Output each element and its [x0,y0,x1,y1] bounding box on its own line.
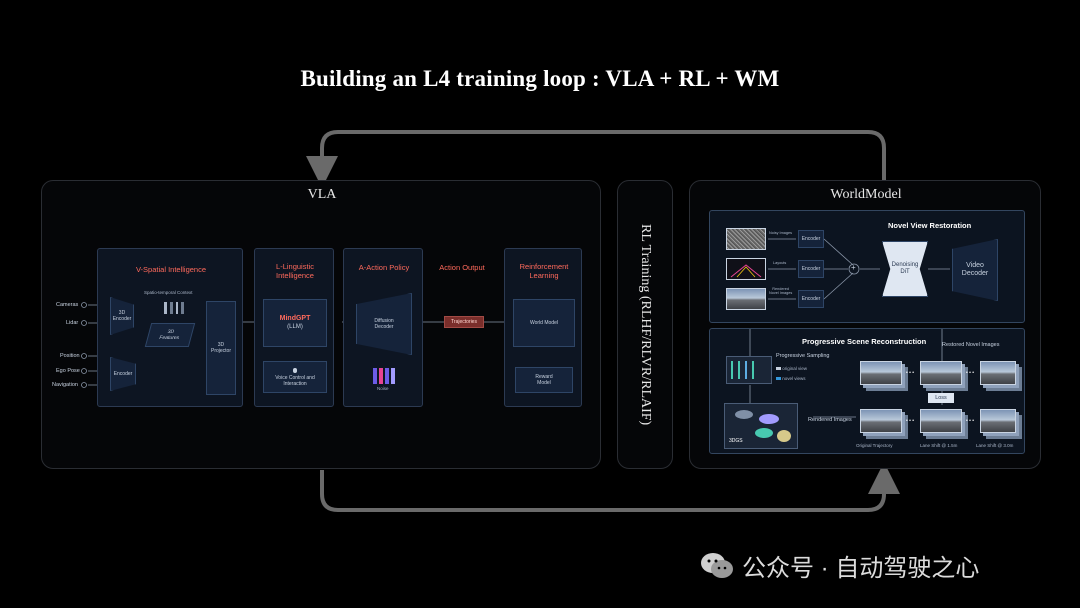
restored-image-3 [980,361,1016,385]
restored-image-2 [920,361,962,385]
psr-title: Progressive Scene Reconstruction [802,337,927,346]
vla-panel: VLA Cameras Lidar Position Ego Pose Navi… [41,180,601,469]
legend-novel-swatch [776,377,781,380]
legend-original-label: original view [782,366,808,371]
worldmodel-title: WorldModel [830,187,902,202]
noise-bars-icon [373,368,397,384]
llm-label: (LLM) [287,323,303,330]
3dgs-box: 3DGS [724,403,798,449]
context-bars-icon [164,302,184,314]
restored-image-1 [860,361,902,385]
reward-model-box: Reward Model [515,367,573,393]
action-policy-title: A-Action Policy [358,263,410,272]
mindgpt-label: MindGPT [279,315,311,323]
vla-title: VLA [307,187,337,202]
spatial-intelligence-block: V-Spatial Intelligence Spatio-temporal C… [97,248,243,407]
nvr-title: Novel View Restoration [888,221,972,230]
rl-training-panel: RL Training (RLHF/RLVR/RLAIF) [617,180,673,469]
mindgpt-box: MindGPT (LLM) [263,299,327,347]
progressive-sampling-label: Progressive Sampling [776,353,830,359]
gaussian-blob-2 [759,414,779,424]
nvr-connectors [768,238,950,300]
caption-lane-shift-30: Lane Shift @ 3.0m [976,443,1014,448]
top-loop-arrow [306,130,886,188]
progressive-scene-reconstruction-block: Progressive Scene Reconstruction Progres… [709,328,1025,454]
voice-control-box: Voice Control and Interaction [263,361,327,393]
3d-projector-box: 3D Projector [206,301,236,395]
microphone-icon [293,367,297,373]
progressive-sampling-icon [726,356,772,384]
legend-original-view: original view [776,366,807,371]
rendered-ellipsis-1: • • • [906,418,915,424]
reinforcement-learning-block: Reinforcement Learning World Model Rewar… [504,248,582,407]
input-ego-pose: Ego Pose [56,368,80,374]
legend-novel-views: novel views [776,376,806,381]
linguistic-intelligence-block: L-Linguistic Intelligence MindGPT (LLM) … [254,248,334,407]
linguistic-title: L-Linguistic Intelligence [276,262,314,280]
nvr-encoder-2: Encoder [798,260,824,278]
rendered-image-2 [920,409,962,433]
input-cameras: Cameras [56,302,79,308]
spatial-title: V-Spatial Intelligence [135,265,207,274]
worldmodel-panel: WorldModel Novel View Restoration Noisy … [689,180,1041,469]
diffusion-decoder-box: Diffusion Decoder [356,293,412,355]
page-title: Building an L4 training loop : VLA + RL … [300,66,780,91]
trajectories-box: Trajectories [444,316,484,328]
loss-box: Loss [928,393,954,403]
gaussian-blob-1 [735,410,753,419]
video-decoder-box: Video Decoder [952,239,998,301]
bottom-loop-arrow [320,462,900,512]
novel-view-restoration-block: Novel View Restoration Noisy Images Layo… [709,210,1025,323]
rendered-images-label: Rendered Images [808,417,852,423]
nvr-encoder-1: Encoder [798,230,824,248]
plus-icon: + [851,263,856,272]
voice-label: Voice Control and Interaction [275,374,315,387]
3d-features-box: 3D Features [144,323,196,347]
spatial-encoder-box: Encoder [110,357,136,391]
gaussian-blob-4 [777,430,791,442]
rendered-image-3 [980,409,1016,433]
gs-label: 3DGS [729,438,743,444]
nvr-encoder-3: Encoder [798,290,824,308]
3d-encoder-box: 3D Encoder [110,297,134,335]
layouts-label: Layouts [773,261,787,265]
input-position: Position [60,353,80,359]
rl-title: Reinforcement Learning [519,262,569,280]
layout-image-thumb [726,258,766,280]
rendered-novel-images-label: Rendered Novel Images [769,287,793,295]
restored-ellipsis-1: • • • [906,370,915,376]
rendered-image-1 [860,409,902,433]
restored-ellipsis-2: • • • [966,370,975,376]
input-navigation: Navigation [52,382,78,388]
wechat-icon [701,552,733,578]
restored-novel-images-label: Restored Novel Images [942,342,1000,348]
caption-original-trajectory: Original Trajectory [856,443,893,448]
rendered-novel-image-thumb [726,288,766,310]
watermark: 公众号 · 自动驾驶之心 [700,548,979,583]
action-output-title: Action Output [439,263,485,272]
noisy-image-thumb [726,228,766,250]
noise-label: Noise [377,386,389,391]
watermark-text: 公众号 · 自动驾驶之心 [742,555,980,582]
rl-training-label: RL Training (RLHF/RLVR/RLAIF) [638,223,653,426]
legend-original-swatch [776,367,781,370]
input-lidar: Lidar [66,320,79,326]
action-policy-block: A-Action Policy Diffusion Decoder Noise [343,248,423,407]
gaussian-blob-3 [755,428,773,438]
noisy-images-label: Noisy Images [769,231,793,235]
legend-novel-label: novel views [782,376,806,381]
caption-lane-shift-15: Lane Shift @ 1.5m [920,443,958,448]
spatio-temporal-label: Spatio-temporal Context [144,290,193,295]
world-model-box: World Model [513,299,575,347]
rendered-ellipsis-2: • • • [966,418,975,424]
